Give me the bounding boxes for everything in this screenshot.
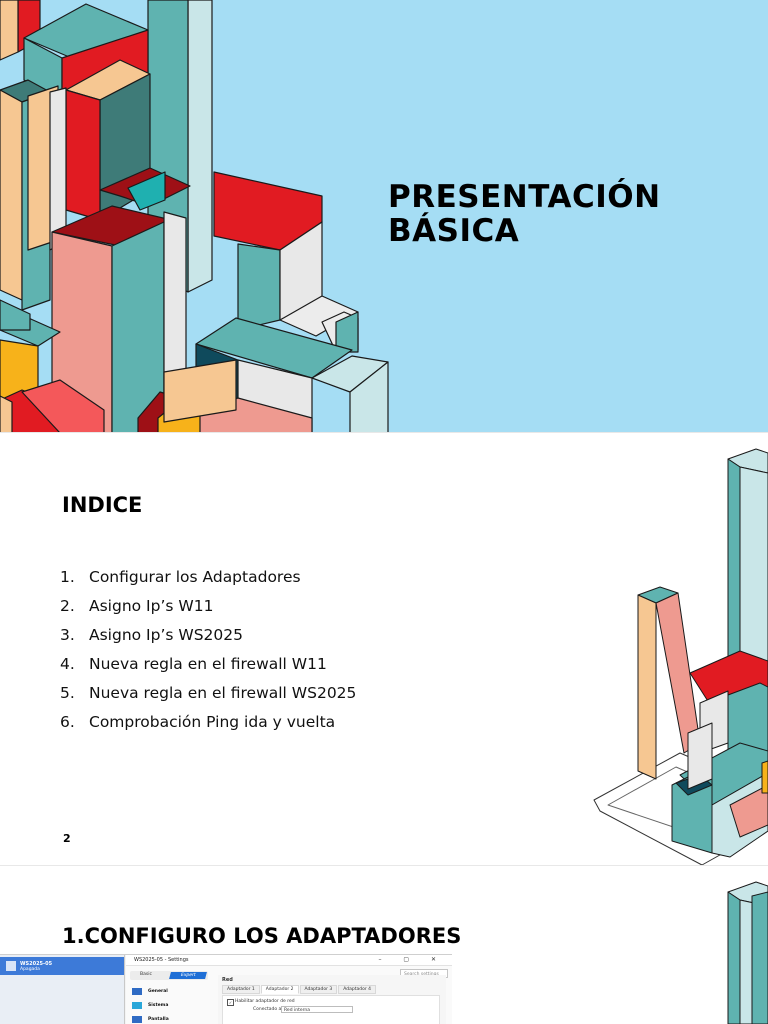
settings-nav: General Sistema Pantalla <box>130 987 210 1024</box>
tab-adapter-1[interactable]: Adaptador 1 <box>222 985 260 994</box>
vm-name: WS2025-05 <box>20 961 53 967</box>
panel-title: Red <box>222 977 233 983</box>
connected-to-select[interactable]: Red interna <box>281 1006 353 1013</box>
slide-title: PRESENTACIÓN BÁSICA <box>388 179 661 249</box>
virtualbox-settings-screenshot: WS2025-05 Apagada WS2025-05 - Settings –… <box>0 954 452 1024</box>
vm-state: Apagada <box>20 967 40 972</box>
isometric-buildings-illustration <box>0 0 389 433</box>
window-title: WS2025-05 - Settings <box>134 957 189 963</box>
vm-icon <box>6 961 16 971</box>
adapters-slide: 1.CONFIGURO LOS ADAPTADORES WS2025-05 Ap… <box>0 866 768 1024</box>
page-number: 2 <box>63 832 71 845</box>
vm-list-item[interactable]: WS2025-05 Apagada <box>0 957 124 975</box>
window-controls[interactable]: – ▢ ✕ <box>378 956 446 963</box>
vm-list: WS2025-05 Apagada <box>0 955 125 1024</box>
tab-adapter-4[interactable]: Adaptador 4 <box>338 985 376 994</box>
display-icon <box>132 1016 142 1023</box>
index-slide: INDICE 1.Configurar los Adaptadores 2.As… <box>0 433 768 866</box>
index-title: INDICE <box>62 493 143 517</box>
index-item: 6.Comprobación Ping ida y vuelta <box>60 713 336 731</box>
mode-toggle[interactable]: Basic Expert <box>130 971 208 980</box>
mode-expert[interactable]: Expert <box>169 972 207 979</box>
index-item: 1.Configurar los Adaptadores <box>60 568 301 586</box>
adapter-settings: ✓ Habilitar adaptador de red Conectado a… <box>222 995 440 1024</box>
section-title: 1.CONFIGURO LOS ADAPTADORES <box>62 924 462 948</box>
connected-to-label: Conectado a: <box>253 1007 283 1012</box>
mode-basic[interactable]: Basic <box>140 972 152 977</box>
index-item: 4.Nueva regla en el firewall W11 <box>60 655 327 673</box>
tab-adapter-3[interactable]: Adaptador 3 <box>299 985 338 994</box>
index-item: 3.Asigno Ip’s WS2025 <box>60 626 244 644</box>
nav-item-pantalla[interactable]: Pantalla <box>130 1015 210 1024</box>
tab-adapter-2[interactable]: Adaptador 2 <box>260 985 299 994</box>
enable-adapter-checkbox[interactable]: ✓ <box>227 999 234 1006</box>
nav-item-general[interactable]: General <box>130 987 210 1001</box>
title-slide: PRESENTACIÓN BÁSICA <box>0 0 768 433</box>
general-icon <box>132 988 142 995</box>
index-item: 2.Asigno Ip’s W11 <box>60 597 214 615</box>
isometric-buildings-illustration <box>727 881 768 1024</box>
index-list: 1.Configurar los Adaptadores 2.Asigno Ip… <box>60 563 356 737</box>
nav-item-sistema[interactable]: Sistema <box>130 1001 210 1015</box>
enable-adapter-label: Habilitar adaptador de red <box>235 999 295 1004</box>
window-titlebar: WS2025-05 - Settings – ▢ ✕ <box>126 955 452 966</box>
index-item: 5.Nueva regla en el firewall WS2025 <box>60 684 357 702</box>
settings-window: WS2025-05 - Settings – ▢ ✕ Basic Expert … <box>126 955 452 1024</box>
isometric-buildings-illustration <box>593 448 768 866</box>
system-icon <box>132 1002 142 1009</box>
